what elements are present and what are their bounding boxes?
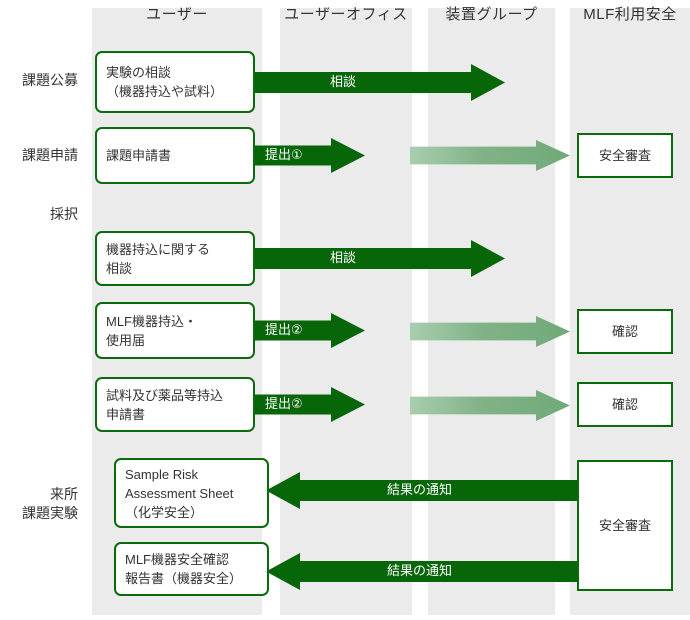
box-label-safety-review-2: 安全審査 <box>598 518 651 533</box>
swimlane-header-device-group: 装置グループ <box>445 6 538 23</box>
box-label-confirm-1: 確認 <box>611 324 638 339</box>
stage-label-saitaku: 採択 <box>50 206 78 222</box>
stage-label-raisho: 来所 課題実験 <box>22 486 78 521</box>
box-label-application-form: 課題申請書 <box>106 148 172 163</box>
box-mlf-equipment-form: MLF機器持込・ 使用届 <box>95 302 255 359</box>
box-consult-equipment: 機器持込に関する 相談 <box>95 231 255 286</box>
box-sample-risk-sheet: Sample Risk Assessment Sheet （化学安全） <box>114 458 269 528</box>
arrow-consult-1 <box>252 64 505 101</box>
swimlane-header-mlf-safety: MLF利用安全 <box>583 6 677 23</box>
swimlane-band-user-office <box>280 8 412 615</box>
box-safety-review-2: 安全審査 <box>577 460 673 591</box>
arrow-label-submit-3: 提出② <box>265 396 303 411</box>
box-label-mlf-safety-report: MLF機器安全確認 報告書（機器安全） <box>125 552 243 586</box>
arrow-forward-1 <box>410 140 570 171</box>
box-safety-review-1: 安全審査 <box>577 133 673 178</box>
arrow-label-notify-2: 結果の通知 <box>387 563 453 578</box>
arrow-label-consult-1: 相談 <box>330 74 357 89</box>
stage-label-shinsei: 課題申請 <box>22 147 78 163</box>
box-label-mlf-equipment-form: MLF機器持込・ 使用届 <box>106 313 198 348</box>
arrow-submit-1 <box>252 138 365 173</box>
arrow-consult-2 <box>252 240 505 277</box>
box-label-sample-risk-sheet: Sample Risk Assessment Sheet （化学安全） <box>125 466 234 520</box>
arrow-forward-3 <box>410 390 570 421</box>
box-confirm-2: 確認 <box>577 382 673 427</box>
arrow-label-consult-2: 相談 <box>330 250 357 265</box>
arrow-notify-2 <box>266 553 578 590</box>
box-sample-chemical-form: 試料及び薬品等持込 申請書 <box>95 377 255 432</box>
box-mlf-safety-report: MLF機器安全確認 報告書（機器安全） <box>114 542 269 596</box>
arrow-label-submit-2: 提出② <box>265 322 303 337</box>
swimlane-header-user: ユーザー <box>146 6 208 23</box>
swimlane-header-user-office: ユーザーオフィス <box>284 6 408 23</box>
box-label-consult-experiment: 実験の相談 （機器持込や試料） <box>106 65 224 99</box>
box-label-consult-equipment: 機器持込に関する 相談 <box>106 241 211 276</box>
arrow-submit-2 <box>252 313 365 348</box>
arrow-notify-1 <box>266 472 578 509</box>
box-label-sample-chemical-form: 試料及び薬品等持込 申請書 <box>106 387 224 422</box>
box-confirm-1: 確認 <box>577 309 673 354</box>
box-label-safety-review-1: 安全審査 <box>598 148 651 163</box>
arrow-label-notify-1: 結果の通知 <box>387 482 453 497</box>
arrow-submit-3 <box>252 387 365 422</box>
box-consult-experiment: 実験の相談 （機器持込や試料） <box>95 51 255 113</box>
arrow-label-submit-1: 提出① <box>265 147 303 162</box>
box-label-confirm-2: 確認 <box>611 397 638 412</box>
arrow-forward-2 <box>410 316 570 347</box>
stage-label-koubo: 課題公募 <box>22 72 78 88</box>
box-application-form: 課題申請書 <box>95 127 255 184</box>
swimlane-band-device-group <box>428 8 555 615</box>
